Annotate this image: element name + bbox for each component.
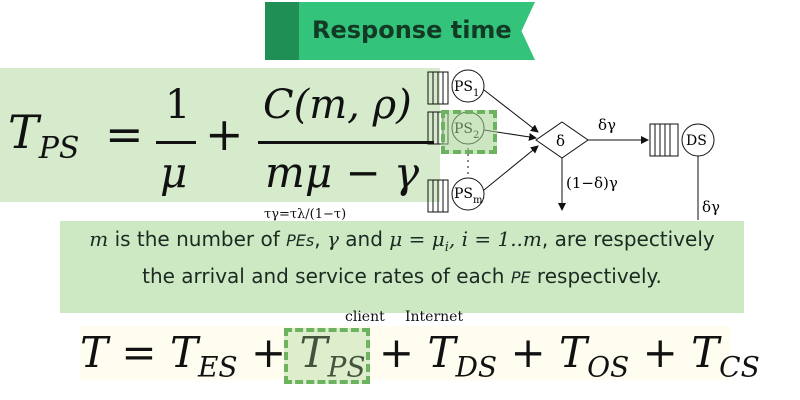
node-psm	[451, 177, 485, 211]
edge-psm-delta	[483, 145, 539, 191]
tps-plus: +	[205, 107, 244, 161]
desc-and: and	[338, 227, 390, 251]
node-delta-label: δ	[556, 132, 565, 150]
label-client: client	[345, 309, 385, 325]
ribbon-fold	[265, 2, 299, 60]
edge-label-one-minus-dgamma: (1−δ)γ	[566, 174, 618, 192]
total-formula-panel	[80, 326, 730, 380]
node-ps1-label: PS1	[454, 79, 479, 99]
node-ds-label: DS	[686, 133, 707, 149]
frac2-bar	[258, 141, 434, 144]
frac1-numerator: 1	[165, 82, 191, 128]
queue-ds	[649, 123, 679, 157]
tps-term-highlight	[284, 328, 370, 384]
ribbon-body	[265, 2, 535, 60]
description-text: m is the number of PEs, γ and μ = μi, i …	[72, 225, 732, 292]
label-internet: Internet	[405, 309, 464, 325]
desc-range: , i = 1..m	[448, 227, 542, 251]
tps-equals: =	[105, 107, 144, 161]
queue-psm	[427, 179, 449, 213]
ps2-highlight	[441, 110, 497, 154]
edge-label-dgamma: δγ	[598, 116, 616, 134]
desc-mu-expr: μ = μ	[389, 227, 445, 251]
description-panel	[60, 221, 744, 313]
total-formula: T = TES + TPS + TDS + TOS + TCS	[80, 328, 760, 384]
formula-panel	[0, 68, 440, 202]
edge-label-tau-gamma: τγ=τλ/(1−τ)	[264, 207, 346, 222]
desc-pe: PE	[510, 268, 531, 287]
desc-m: m	[89, 227, 109, 251]
node-psm-label: PSm	[454, 186, 483, 206]
page-title: Response time	[312, 16, 512, 44]
frac1-bar	[156, 141, 196, 144]
desc-t2: , are respectively the arrival and servi…	[142, 227, 715, 288]
diagram-lower-label: τγ=τλ/(1−τ)	[264, 207, 346, 222]
frac2-numerator: C(m, ρ)	[263, 82, 412, 128]
desc-mu-sub: i	[444, 240, 449, 255]
desc-t3: respectively.	[530, 264, 662, 288]
edge-label-dgamma-2: δγ	[702, 198, 720, 216]
frac1-denominator: μ	[160, 148, 188, 197]
desc-comma1: ,	[314, 227, 327, 251]
desc-t1: is the number of	[108, 227, 287, 251]
desc-pes: PEs	[286, 231, 315, 250]
queue-ps1	[427, 71, 449, 105]
frac2-denominator: mμ − γ	[265, 148, 420, 197]
node-ps1	[451, 69, 485, 103]
desc-gamma: γ	[326, 227, 339, 251]
edge-ps1-delta	[483, 89, 539, 133]
tps-lhs: TPS	[8, 105, 80, 167]
